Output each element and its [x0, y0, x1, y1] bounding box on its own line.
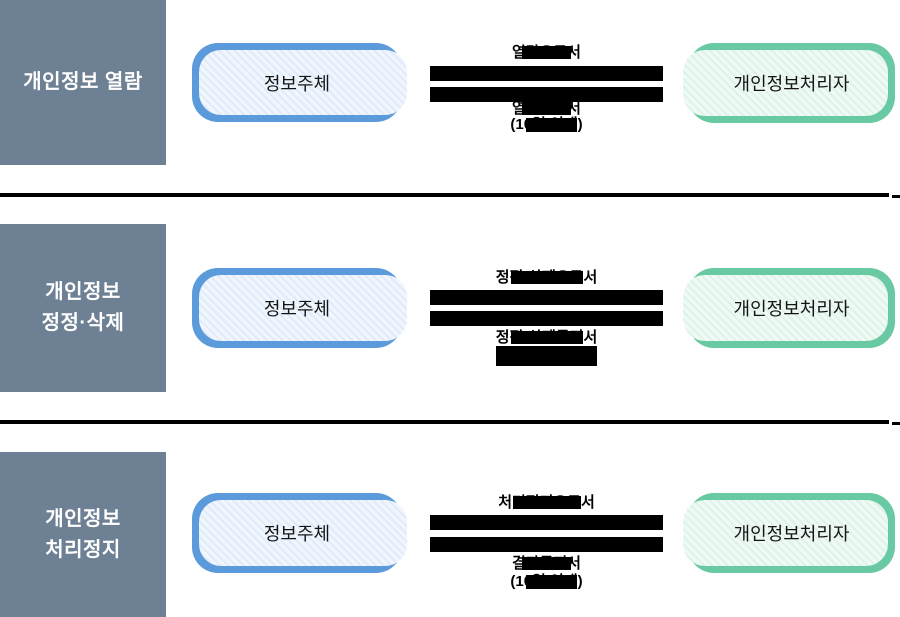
request-label: 정정·삭제요구서: [430, 269, 663, 286]
response-deadline: (10일 이내): [430, 573, 663, 590]
response-arrow-bar: [430, 87, 663, 102]
redaction-bar: [522, 46, 572, 59]
redaction-bar: [525, 575, 577, 589]
response-label: 결과통지서: [430, 555, 663, 572]
data-processor-box: 개인정보처리자: [683, 268, 895, 348]
hatched-fill: [199, 275, 407, 341]
request-arrow-bar: [430, 515, 663, 530]
redaction-bar: [525, 118, 577, 132]
category-box-stop-processing: 개인정보 처리정지: [0, 452, 166, 617]
category-box-view: 개인정보 열람: [0, 0, 166, 165]
response-arrow-bar: [430, 537, 663, 552]
response-arrow-bar: [430, 311, 663, 326]
category-label: 개인정보: [45, 281, 121, 303]
data-processor-label: 개인정보처리자: [733, 74, 850, 94]
category-label: 정정·삭제: [41, 312, 125, 334]
response-deadline: (10일 이내): [430, 346, 663, 366]
hatched-fill: [683, 500, 888, 566]
request-label: 처리정지요구서: [430, 494, 663, 511]
request-arrow-bar: [430, 290, 663, 305]
section-divider: [0, 420, 889, 424]
section-divider-dash: [892, 422, 900, 425]
data-processor-label: 개인정보처리자: [733, 524, 850, 544]
request-arrow-bar: [430, 66, 663, 81]
data-subject-box: 정보주체: [192, 493, 407, 573]
data-processor-label: 개인정보처리자: [733, 299, 850, 319]
redaction-bar: [522, 102, 572, 115]
category-label: 개인정보: [45, 507, 121, 530]
data-subject-label: 정보주체: [263, 73, 331, 94]
data-subject-label: 정보주체: [263, 299, 331, 319]
data-subject-label: 정보주체: [263, 524, 331, 544]
section-divider: [0, 193, 889, 197]
hatched-fill: [199, 50, 407, 115]
hatched-fill: [199, 500, 407, 566]
redaction-bar: [510, 331, 584, 344]
category-label: 처리정지: [45, 538, 121, 561]
redaction-bar: [496, 346, 597, 366]
hatched-fill: [683, 50, 888, 116]
section-divider-dash: [892, 195, 900, 198]
data-processor-box: 개인정보처리자: [683, 493, 895, 573]
category-box-correct-delete: 개인정보 정정·삭제: [0, 224, 166, 392]
redaction-bar: [510, 271, 584, 284]
response-deadline: (10일 이내): [430, 116, 663, 133]
response-label: 열람통지서: [430, 100, 663, 117]
data-subject-box: 정보주체: [192, 43, 407, 122]
data-subject-box: 정보주체: [192, 268, 407, 348]
hatched-fill: [683, 275, 888, 341]
response-label: 정정·삭제통지서: [430, 329, 663, 346]
request-label: 열람요구서: [430, 44, 663, 61]
category-label: 개인정보 열람: [23, 71, 143, 93]
data-processor-box: 개인정보처리자: [683, 43, 895, 123]
redaction-bar: [512, 496, 582, 509]
redaction-bar: [522, 557, 572, 570]
